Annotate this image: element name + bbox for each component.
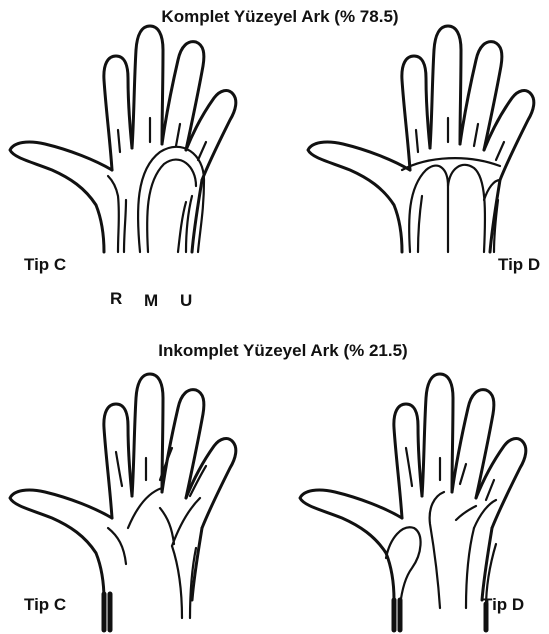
complete-arch-title: Komplet Yüzeyel Ark (% 78.5) xyxy=(161,7,398,26)
label-vessel-r: R xyxy=(110,289,122,308)
hand-complete-type-d xyxy=(308,26,534,252)
label-bottom-right-tip-d: Tip D xyxy=(482,595,524,614)
hand-incomplete-type-d xyxy=(300,374,526,630)
label-vessel-u: U xyxy=(180,291,192,310)
incomplete-arch-title: Inkomplet Yüzeyel Ark (% 21.5) xyxy=(158,341,407,360)
label-vessel-m: M xyxy=(144,291,158,310)
label-top-left-tip-c: Tip C xyxy=(24,255,66,274)
label-bottom-left-tip-c: Tip C xyxy=(24,595,66,614)
hand-incomplete-type-c xyxy=(10,374,236,630)
hand-complete-type-c xyxy=(10,26,236,252)
label-top-right-tip-d: Tip D xyxy=(498,255,540,274)
